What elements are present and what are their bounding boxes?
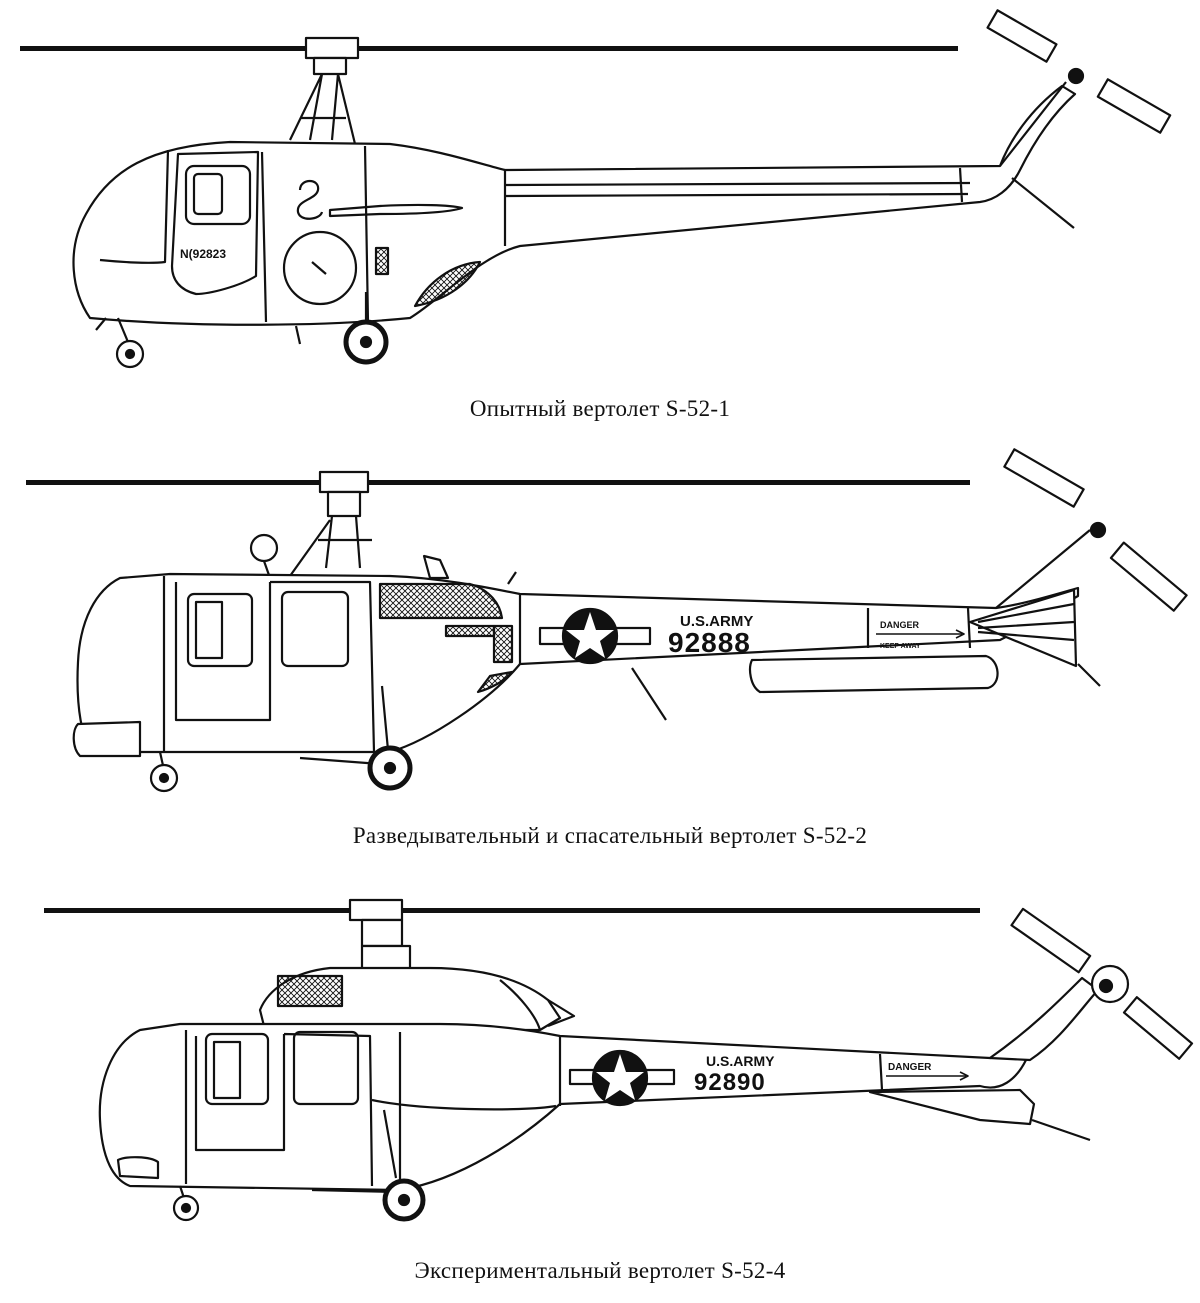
rotor-hub: [318, 470, 370, 494]
mast-sphere: [249, 533, 279, 563]
engine-grille: [276, 974, 344, 1008]
caption-s52-1: Опытный вертолет S-52-1: [469, 396, 731, 421]
tail-rotor-blade: [1096, 78, 1172, 134]
helicopter-s52-4: U.S.ARMY 92890 DANGER: [44, 898, 1194, 1222]
cabin-window: [184, 164, 252, 226]
cabin-window: [204, 1032, 270, 1106]
helicopter-s52-2: U.S.ARMY 92888 DANGER KEEP AWAY: [26, 448, 1188, 793]
main-rotor-blade: [44, 908, 980, 913]
logo-swoosh: [296, 179, 464, 220]
service-marking: U.S.ARMY: [706, 1053, 775, 1069]
serial-number: 92888: [668, 627, 751, 658]
caption-s52-4: Экспериментальный вертолет S-52-4: [414, 1258, 786, 1283]
cabin-window: [292, 1030, 360, 1106]
warning-marking: KEEP AWAY: [880, 643, 921, 650]
tail-rotor-blade: [1010, 907, 1092, 974]
tail-rotor-blade: [1003, 448, 1085, 508]
nose-gear-strut: [95, 317, 130, 343]
tail-rotor-blade: [1122, 996, 1194, 1060]
national-insignia: [538, 607, 652, 665]
fuselage: [76, 572, 1080, 754]
main-gear-strut: [311, 1109, 398, 1194]
nose-bumper: [72, 720, 142, 758]
fuselage: [98, 1022, 1028, 1192]
external-stretcher-pod: [749, 654, 999, 694]
engine-grille: [378, 582, 504, 620]
tail-rotor-shaft: [999, 81, 1067, 167]
fuselage: [72, 84, 1077, 326]
cabin-door: [170, 150, 260, 296]
rotor-pylon: [289, 515, 372, 577]
tail-rotor-blade: [1109, 541, 1188, 612]
engine-grille: [413, 260, 482, 308]
tail-rotor-blade: [986, 9, 1058, 63]
tail-rotor-pylon: [988, 976, 1100, 1062]
national-insignia: [568, 1049, 676, 1107]
service-marking: U.S.ARMY: [680, 613, 753, 630]
helicopter-s52-1: N(92823: [20, 9, 1172, 369]
main-rotor-blade: [20, 46, 958, 51]
caption-s52-2: Разведывательный и спасательный вертолет…: [352, 823, 868, 848]
horizontal-stabilizer: [868, 1088, 1036, 1126]
access-hatch: [282, 230, 358, 306]
rotor-pylon: [289, 73, 358, 149]
tail-rotor-shaft: [995, 529, 1091, 609]
warning-marking: DANGER: [880, 620, 920, 630]
main-gear-strut: [299, 685, 390, 766]
rotor-hub: [304, 36, 360, 60]
cabin-window: [186, 592, 254, 668]
warning-marking: DANGER: [888, 1062, 932, 1073]
serial-number: 92890: [694, 1069, 766, 1096]
registration-number: N(92823: [180, 247, 226, 261]
cabin-window: [280, 590, 350, 668]
rotor-hub: [348, 898, 404, 922]
main-rotor-blade: [26, 480, 970, 485]
